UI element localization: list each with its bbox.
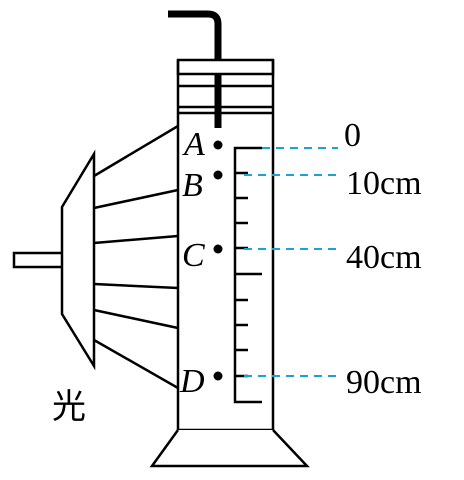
lamp-handle: [12, 251, 66, 269]
bent-tube: [168, 10, 222, 128]
light-rays: [93, 124, 179, 390]
point-d-label: D: [179, 363, 205, 400]
point-a-dot: [213, 140, 223, 150]
point-c-label: C: [182, 237, 205, 274]
point-c-reading: 40cm: [346, 239, 422, 276]
point-b-reading: 10cm: [346, 165, 422, 202]
point-a-label: A: [182, 126, 205, 163]
point-b-dot: [213, 170, 223, 180]
cylinder-top-rim: [176, 58, 275, 76]
point-d-dot: [213, 371, 223, 381]
point-b-label: B: [182, 167, 203, 204]
lamp-housing: [60, 149, 96, 371]
point-d-reading: 90cm: [346, 364, 422, 401]
light-label: 光: [52, 387, 86, 427]
guide-lines: [244, 147, 342, 377]
point-a-reading: 0: [344, 117, 361, 154]
point-c-dot: [213, 244, 223, 254]
cylinder-base: [149, 429, 310, 468]
scale-ruler: [233, 146, 262, 404]
